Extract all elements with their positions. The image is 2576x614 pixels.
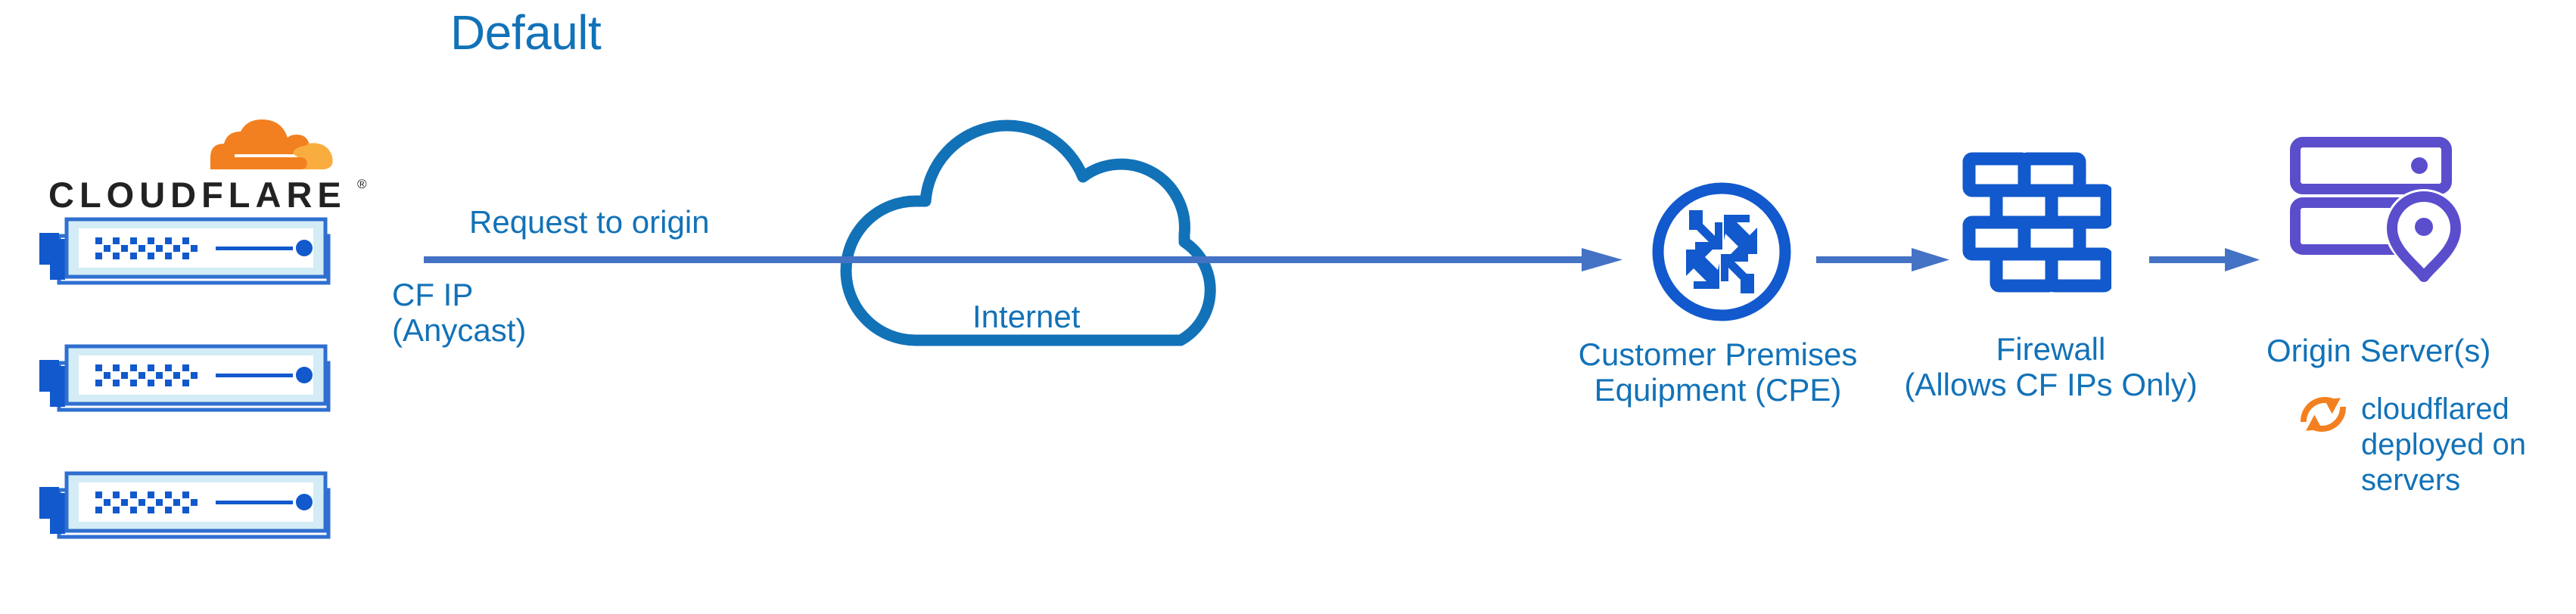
list-item bbox=[23, 469, 348, 562]
cpe-node bbox=[1650, 180, 1794, 327]
cloudflare-logo: CLOUDFLARE ® bbox=[30, 113, 367, 219]
brick-wall-icon bbox=[1962, 152, 2114, 293]
cf-ip-label: CF IP (Anycast) bbox=[392, 277, 526, 348]
internet-label: Internet bbox=[972, 299, 1081, 334]
firewall-node bbox=[1960, 150, 2114, 305]
list-item bbox=[23, 342, 348, 435]
cloudflared-line-2: deployed on bbox=[2361, 427, 2526, 461]
cpe-label-line-1: Customer Premises bbox=[1578, 336, 1858, 372]
connection-request-to-origin bbox=[424, 243, 1627, 281]
server-appliance-icon bbox=[39, 344, 331, 412]
cpe-label-line-2: Equipment (CPE) bbox=[1594, 372, 1842, 408]
firewall-label: Firewall (Allows CF IPs Only) bbox=[1888, 331, 2214, 402]
origin-server-node bbox=[2289, 136, 2463, 299]
connection-cpe-to-firewall bbox=[1816, 243, 1952, 281]
cloudflare-wordmark: CLOUDFLARE bbox=[48, 175, 347, 215]
firewall-label-line-2: (Allows CF IPs Only) bbox=[1904, 367, 2198, 403]
server-appliance-icon bbox=[39, 217, 331, 285]
connection-firewall-to-origin bbox=[2149, 243, 2263, 281]
arrow-right-icon bbox=[2149, 248, 2260, 271]
server-appliance-icon bbox=[39, 471, 331, 539]
page-title: Default bbox=[450, 5, 602, 60]
sync-circular-arrows-icon bbox=[2301, 396, 2346, 433]
arrow-right-icon bbox=[1816, 248, 1949, 271]
cf-ip-line-1: CF IP bbox=[392, 277, 474, 312]
cloudflared-line-1: cloudflared bbox=[2361, 392, 2509, 426]
origin-server-label: Origin Server(s) bbox=[2266, 333, 2491, 368]
router-four-arrows-icon bbox=[1652, 182, 1791, 321]
arrow-right-icon bbox=[424, 248, 1622, 271]
list-item bbox=[23, 215, 348, 308]
cpe-label: Customer Premises Equipment (CPE) bbox=[1559, 336, 1877, 408]
server-rack-location-pin-icon bbox=[2290, 137, 2463, 282]
registered-trademark-mark: ® bbox=[357, 177, 367, 191]
cloudflared-annotation bbox=[2293, 384, 2354, 448]
cf-ip-line-2: (Anycast) bbox=[392, 312, 527, 349]
cloudflared-line-3: servers bbox=[2361, 463, 2461, 497]
cloudflared-label: cloudflared deployed on servers bbox=[2361, 392, 2526, 498]
firewall-label-line-1: Firewall bbox=[1996, 331, 2106, 367]
request-to-origin-label: Request to origin bbox=[469, 204, 710, 240]
cloudflare-cloud-logo-icon bbox=[210, 119, 333, 169]
